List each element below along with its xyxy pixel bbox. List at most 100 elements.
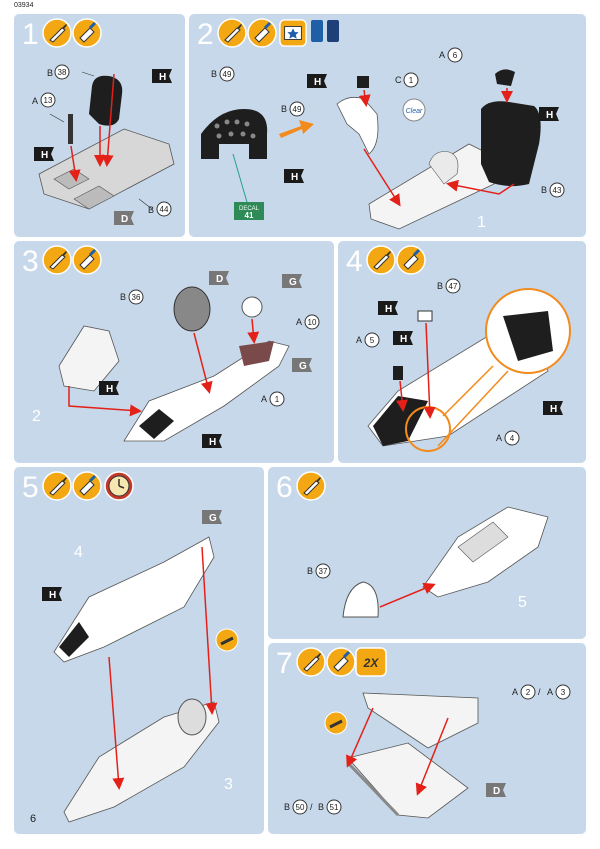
part-number: 51 [330,803,339,812]
part-number: 4 [510,434,515,443]
part-number: 43 [553,186,562,195]
knife-icon [42,18,72,48]
flag-label: H [314,77,321,88]
reference-label: 2 [32,408,41,425]
step-number: 3 [22,245,39,278]
flag-label: D [216,274,223,285]
sprue-letter: A [261,394,267,404]
wing-upper [362,692,479,749]
step-6-panel: 6 5 B 37 [268,467,586,639]
sprue-letter: B [318,802,324,812]
cockpit-assembly [58,325,120,392]
sprue-letter: A [496,433,502,443]
step-number: 1 [22,18,39,51]
step-number: 4 [346,245,363,278]
sprue-letter: B [284,802,290,812]
part-number: 44 [160,205,169,214]
nose-cone-part [342,581,379,618]
small-part [393,366,403,380]
flag-label: G [209,513,217,524]
control-stick [68,114,73,144]
step-3-panel: 3 2 D G G H H B 36 A 10 A [14,241,334,463]
part-number: 36 [132,293,141,302]
flag-label: H [209,437,216,448]
knife-icon [42,471,72,501]
direction-arrow [279,120,314,138]
flag-label: H [49,590,56,601]
part-number: 49 [223,70,232,79]
multiplier-badge [355,647,387,677]
knife-icon [42,245,72,275]
flag-label: H [291,172,298,183]
decal-tag [234,202,264,220]
part-number: 50 [296,803,305,812]
step-number: 6 [276,471,293,504]
sprue-letter: B [307,566,313,576]
sprue-letter: A [512,687,518,697]
sprue-letter: A [356,335,362,345]
flag-label: H [106,384,113,395]
step-number: 7 [276,647,293,680]
knife-icon [296,471,326,501]
sprue-letter: B [281,104,287,114]
flag-label: H [550,404,557,415]
part-number: 1 [275,395,280,404]
clock-icon [104,471,134,501]
part-number: 38 [58,68,67,77]
reference-label: 4 [74,544,83,561]
part-number: 3 [561,688,566,697]
bulkhead-part [173,286,211,332]
sprue-letter: C [395,75,402,85]
part-number: 47 [449,282,458,291]
small-part [357,76,369,88]
cockpit-tub [368,143,495,230]
glue-icon [72,245,102,275]
part-number: 6 [453,51,458,60]
glue-icon [396,245,426,275]
fuselage-assembly [63,701,220,823]
glue-icon [326,647,356,677]
sprue-letter: B [211,69,217,79]
page-number: 6 [30,813,37,825]
sprue-letter: B [437,281,443,291]
seat-part [89,75,123,126]
knife-icon [296,647,326,677]
glue-icon [72,471,102,501]
step-4-panel: 4 H H H B 47 A 5 A 4 [338,241,586,463]
reference-label: 1 [477,214,486,231]
glue-icon [72,18,102,48]
cockpit-floor [38,128,175,210]
decal-number: 41 [245,211,254,220]
step-2-panel: 2 DECAL 41 1 [189,14,586,237]
sprue-letter: A [32,96,38,106]
knife-icon [217,18,247,48]
document-code: 03934 [14,2,34,9]
sprue-letter: A [296,317,302,327]
flag-label: H [159,72,166,83]
part-number: 5 [370,336,375,345]
flag-label: H [385,304,392,315]
paint-icon [311,20,339,42]
reference-label: 5 [518,594,527,611]
decal-icon [279,19,307,47]
clear-label: Clear [406,108,423,115]
separator: / [310,802,313,812]
flag-label: D [493,786,500,797]
part-number: 10 [308,318,317,327]
part-number: 1 [409,76,414,85]
part-number: 13 [44,96,53,105]
flag-label: H [41,150,48,161]
sprue-letter: B [148,205,154,215]
sprue-letter: A [439,50,445,60]
multiplier-label: 2X [363,656,380,670]
seat-back [481,101,541,187]
part-number: 37 [319,567,328,576]
small-part [417,310,433,322]
step-7-panel: 7 2X D A 2 / A 3 B 50 / B 51 [268,643,586,834]
reference-label: 3 [224,776,233,793]
bulkhead-part [336,96,379,155]
sprue-letter: B [120,292,126,302]
part-number: 49 [293,105,302,114]
fuselage-half [53,536,215,663]
flag-label: G [289,277,297,288]
